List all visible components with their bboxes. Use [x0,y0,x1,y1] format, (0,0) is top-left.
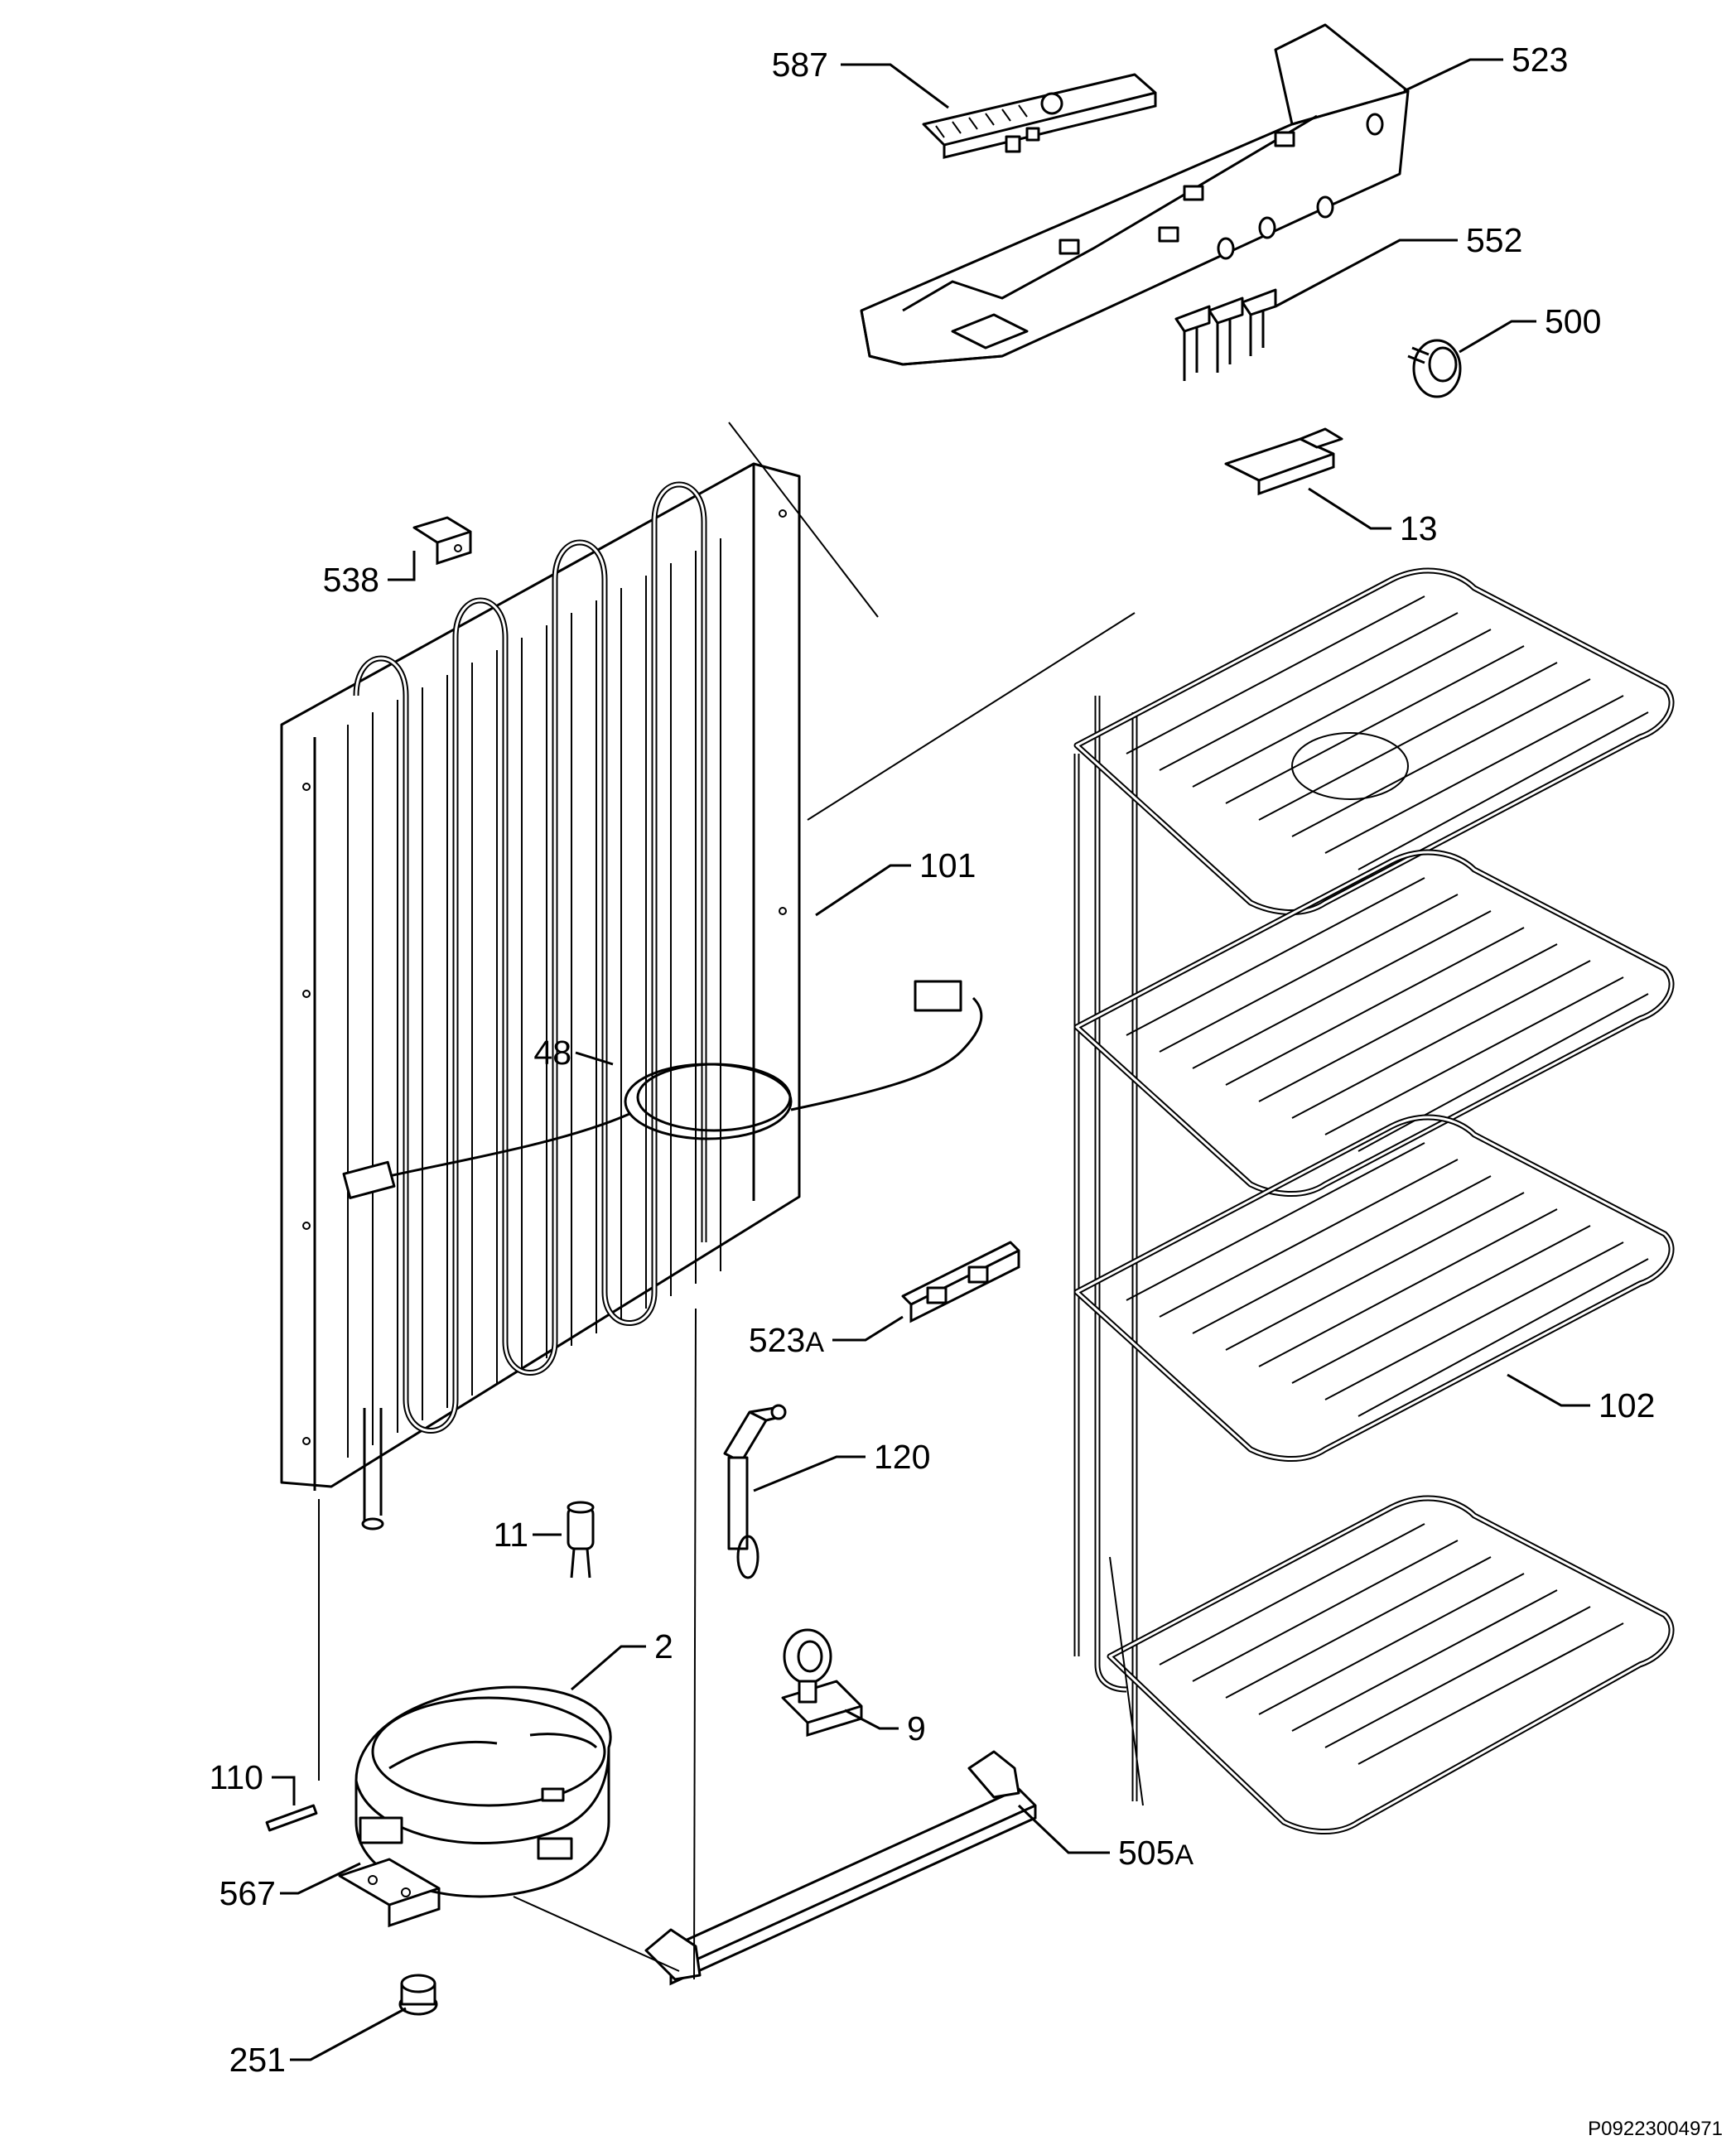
assembly-lines [318,422,1144,1980]
callout-101: 101 [919,846,976,885]
callout-11: 11 [493,1516,528,1554]
callout-538: 538 [323,561,379,599]
leader-lines [272,58,1590,2061]
part-circuit-board-587 [922,73,1157,159]
callout-500: 500 [1545,302,1601,340]
callout-110: 110 [210,1758,263,1796]
part-pin-110 [265,1804,318,1832]
callout-102: 102 [1599,1386,1655,1424]
part-base-bar-505a [644,1750,1037,1986]
part-block-538 [412,516,472,566]
callout-552: 552 [1466,221,1522,259]
part-switch-523a [901,1241,1020,1323]
part-clips-552 [1174,288,1277,381]
callout-9: 9 [907,1709,926,1747]
callout-523: 523 [1512,41,1568,79]
callout-505a: 505A [1118,1834,1194,1872]
part-sensor-cable-48 [342,980,983,1199]
callout-48: 48 [533,1034,571,1072]
part-bracket-13 [1224,427,1343,496]
part-clamp-9 [781,1628,863,1738]
part-mounting-plate-567 [338,1816,441,1928]
part-control-housing-523 [860,23,1410,366]
part-knob-500 [1407,339,1462,398]
part-compressor-2 [354,1685,612,1898]
callout-523a: 523A [749,1321,824,1359]
callout-587: 587 [772,46,828,84]
part-grommet-251 [398,1974,438,2016]
callout-251: 251 [229,2041,286,2079]
part-relay-120 [723,1404,787,1579]
part-evaporator-102 [1073,567,1675,1835]
callout-labels: 587 523 552 500 13 538 101 48 523A 102 1… [210,41,1656,2079]
callout-120: 120 [874,1438,930,1476]
part-capacitor-11 [567,1501,595,1579]
part-condenser-101 [280,462,801,1531]
callout-567: 567 [219,1874,276,1912]
callout-2: 2 [654,1627,673,1666]
callout-13: 13 [1400,509,1438,547]
drawing-code: P09223004971 [1588,2118,1723,2140]
